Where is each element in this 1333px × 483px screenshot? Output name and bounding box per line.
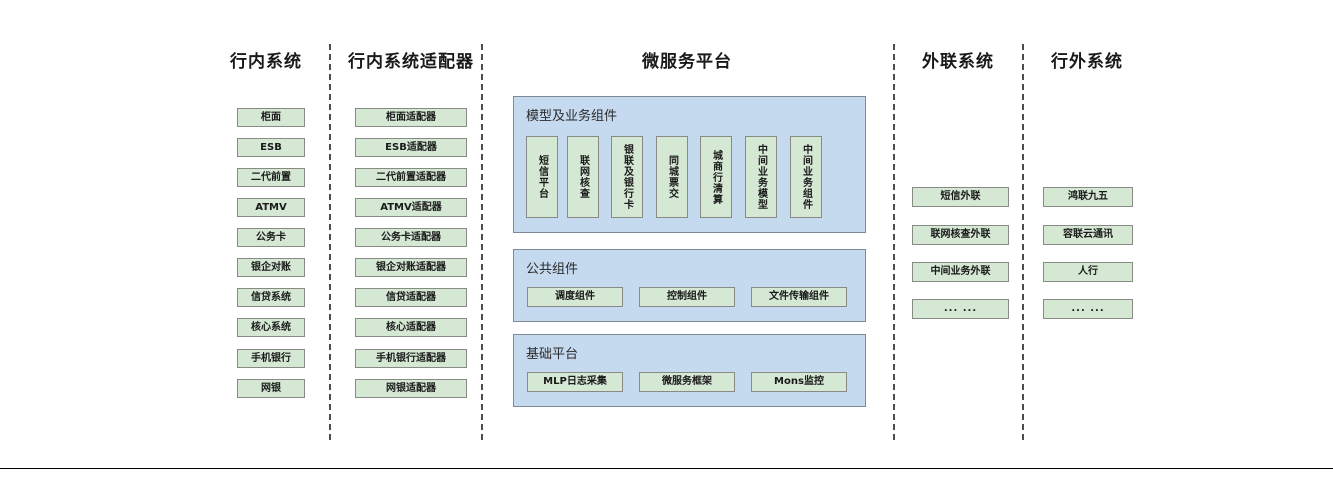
column-title-microservice-platform: 微服务平台 xyxy=(642,52,732,72)
node-internal-system[interactable]: 公务卡 xyxy=(237,228,305,247)
node-model-component[interactable]: 中间业务组件 xyxy=(790,136,822,218)
column-title-internal-adapters: 行内系统适配器 xyxy=(348,52,474,72)
node-outside-bank-system[interactable]: 容联云通讯 xyxy=(1043,225,1133,245)
node-model-component[interactable]: 城商行清算 xyxy=(700,136,732,218)
node-base-platform-component[interactable]: MLP日志采集 xyxy=(527,372,623,392)
node-internal-adapter[interactable]: 柜面适配器 xyxy=(355,108,467,127)
node-internal-system[interactable]: 银企对账 xyxy=(237,258,305,277)
node-internal-adapter[interactable]: 核心适配器 xyxy=(355,318,467,337)
node-public-component[interactable]: 调度组件 xyxy=(527,287,623,307)
node-internal-adapter[interactable]: ESB适配器 xyxy=(355,138,467,157)
panel-title-base-platform: 基础平台 xyxy=(526,347,579,362)
panel-public-components: 公共组件 xyxy=(513,249,866,322)
node-internal-system[interactable]: ATMV xyxy=(237,198,305,217)
node-model-component[interactable]: 银联及银行卡 xyxy=(611,136,643,218)
node-internal-adapter[interactable]: 公务卡适配器 xyxy=(355,228,467,247)
node-internal-adapter[interactable]: 银企对账适配器 xyxy=(355,258,467,277)
node-external-link-system[interactable]: 联网核查外联 xyxy=(912,225,1009,245)
panel-base-platform: 基础平台 xyxy=(513,334,866,407)
panel-title-model-business-components: 模型及业务组件 xyxy=(526,109,618,124)
node-internal-system[interactable]: ESB xyxy=(237,138,305,157)
node-internal-adapter[interactable]: 手机银行适配器 xyxy=(355,349,467,368)
node-internal-adapter[interactable]: 二代前置适配器 xyxy=(355,168,467,187)
bottom-divider-rule xyxy=(0,468,1333,469)
node-model-component[interactable]: 同城票交 xyxy=(656,136,688,218)
column-title-outside-bank-systems: 行外系统 xyxy=(1051,52,1123,72)
node-public-component[interactable]: 文件传输组件 xyxy=(751,287,847,307)
node-model-component[interactable]: 中间业务模型 xyxy=(745,136,777,218)
column-title-internal-systems: 行内系统 xyxy=(230,52,302,72)
node-internal-adapter[interactable]: 信贷适配器 xyxy=(355,288,467,307)
divider-external-to-outside xyxy=(1022,44,1024,440)
node-internal-system[interactable]: 信贷系统 xyxy=(237,288,305,307)
divider-internal-to-adapter xyxy=(329,44,331,440)
node-model-component[interactable]: 联网核查 xyxy=(567,136,599,218)
panel-title-public-components: 公共组件 xyxy=(526,262,579,277)
node-internal-system[interactable]: 网银 xyxy=(237,379,305,398)
node-internal-system[interactable]: 二代前置 xyxy=(237,168,305,187)
node-public-component[interactable]: 控制组件 xyxy=(639,287,735,307)
node-model-component[interactable]: 短信平台 xyxy=(526,136,558,218)
node-internal-adapter[interactable]: ATMV适配器 xyxy=(355,198,467,217)
divider-platform-to-external xyxy=(893,44,895,440)
column-title-external-link-systems: 外联系统 xyxy=(922,52,994,72)
node-internal-adapter[interactable]: 网银适配器 xyxy=(355,379,467,398)
node-base-platform-component[interactable]: 微服务框架 xyxy=(639,372,735,392)
node-internal-system[interactable]: 手机银行 xyxy=(237,349,305,368)
divider-adapter-to-platform xyxy=(481,44,483,440)
node-outside-bank-system[interactable]: 鸿联九五 xyxy=(1043,187,1133,207)
node-internal-system[interactable]: 柜面 xyxy=(237,108,305,127)
node-outside-bank-system[interactable]: ... ... xyxy=(1043,299,1133,319)
node-base-platform-component[interactable]: Mons监控 xyxy=(751,372,847,392)
node-outside-bank-system[interactable]: 人行 xyxy=(1043,262,1133,282)
node-external-link-system[interactable]: 中间业务外联 xyxy=(912,262,1009,282)
node-internal-system[interactable]: 核心系统 xyxy=(237,318,305,337)
node-external-link-system[interactable]: ... ... xyxy=(912,299,1009,319)
node-external-link-system[interactable]: 短信外联 xyxy=(912,187,1009,207)
